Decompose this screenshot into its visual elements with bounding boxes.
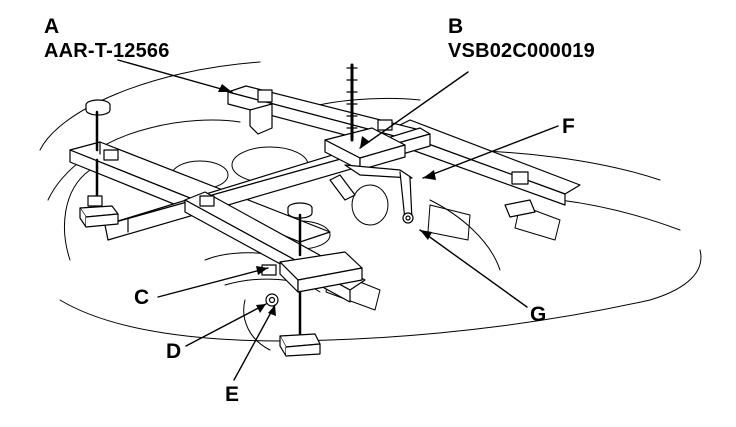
right-end-clamp	[504, 171, 536, 218]
callout-b-part-number: VSB02C000019	[448, 40, 595, 62]
leader-e	[233, 304, 276, 381]
leader-g	[419, 229, 528, 308]
callout-e-letter: E	[225, 383, 240, 406]
front-beam	[184, 191, 366, 303]
leader-arrowheads	[218, 84, 436, 316]
lifting-bracket	[329, 164, 414, 224]
leader-d	[185, 303, 267, 347]
front-clamp	[261, 202, 363, 357]
callout-f-letter: F	[562, 115, 575, 138]
callout-g-letter: G	[530, 303, 547, 326]
leader-f	[422, 125, 559, 179]
callout-a-letter: A	[44, 15, 60, 38]
top-hook-bracket	[249, 89, 273, 135]
callout-a-part-number: AAR-T-12566	[44, 40, 170, 62]
callout-d-letter: D	[166, 340, 182, 363]
leader-b	[359, 71, 469, 149]
callout-c-letter: C	[134, 286, 150, 309]
leader-lines	[117, 59, 559, 381]
leader-a	[117, 59, 233, 93]
left-clamp	[79, 99, 119, 228]
leader-c	[157, 267, 269, 298]
callout-b-letter: B	[448, 15, 464, 38]
